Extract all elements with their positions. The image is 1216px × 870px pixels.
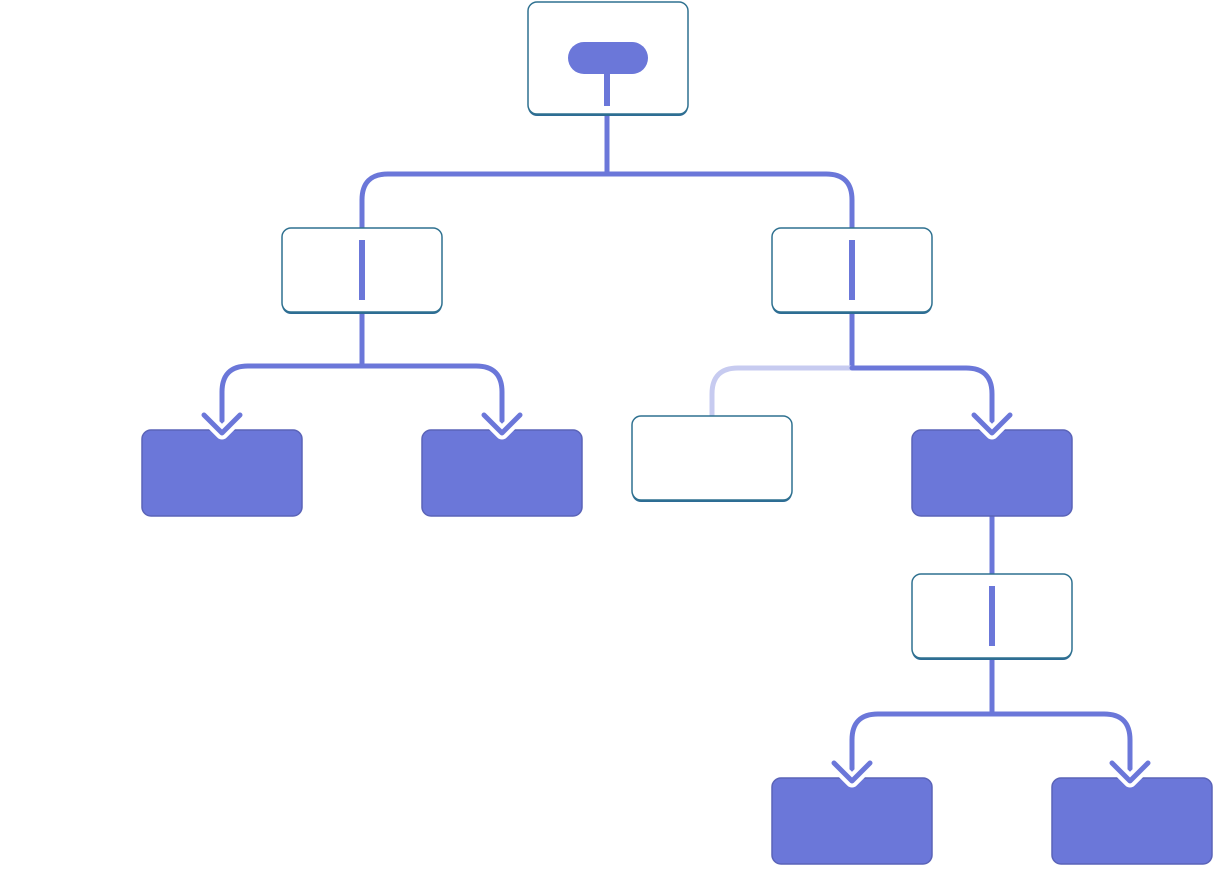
left-branch-node[interactable] xyxy=(281,227,443,314)
root-pill-icon xyxy=(568,42,648,74)
arrow-down-icon xyxy=(1105,756,1155,788)
edge-right-branch-to-inactive xyxy=(709,365,855,419)
edge-sub-branch-to-leaves xyxy=(849,711,1133,781)
arrow-down-icon xyxy=(827,756,877,788)
edge-root-to-branches xyxy=(359,171,855,231)
right-branch-node[interactable] xyxy=(771,227,933,314)
leaf-node-left-left[interactable] xyxy=(141,429,303,517)
edge-left-branch-to-leaves xyxy=(219,363,505,433)
connectors xyxy=(219,112,1133,781)
sub-branch-node[interactable] xyxy=(911,573,1073,660)
leaf-node-right-active[interactable] xyxy=(911,429,1073,517)
edge-right-branch-to-active-leaf xyxy=(849,365,995,433)
arrowheads xyxy=(197,408,1155,788)
root-node[interactable] xyxy=(527,1,689,116)
leaf-node-bottom-right[interactable] xyxy=(1051,777,1213,865)
arrow-down-icon xyxy=(967,408,1017,440)
arrow-down-icon xyxy=(197,408,247,440)
leaf-node-left-right[interactable] xyxy=(421,429,583,517)
arrow-down-icon xyxy=(477,408,527,440)
inactive-node[interactable] xyxy=(631,415,793,502)
leaf-node-bottom-left[interactable] xyxy=(771,777,933,865)
